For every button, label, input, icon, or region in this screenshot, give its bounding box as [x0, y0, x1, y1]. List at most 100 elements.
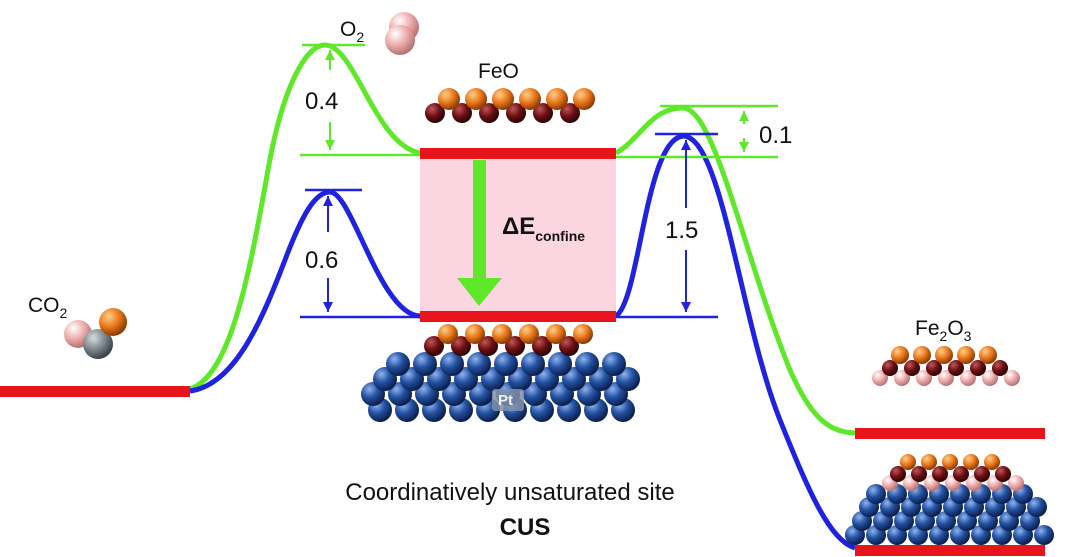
- platinum-atom: [575, 352, 599, 376]
- barrier-green-second: 0.1: [759, 122, 792, 149]
- oxygen-atom: [953, 466, 969, 482]
- pt-label-box: [492, 389, 524, 411]
- iron-atom: [935, 346, 953, 364]
- feo-label: FeO: [478, 60, 519, 83]
- oxygen-atom: [890, 466, 906, 482]
- fe2o3-label: Fe2O3: [915, 317, 972, 344]
- oxygen-atom: [992, 360, 1008, 376]
- iron-atom: [465, 324, 485, 344]
- blue-barrier-right: [616, 132, 718, 319]
- co2-molecule: [64, 308, 127, 359]
- feo-on-pt-layer: [424, 324, 593, 356]
- platinum-atom: [866, 484, 886, 504]
- confinement-arrow: [457, 160, 502, 306]
- oxygen-atom: [479, 103, 499, 123]
- carbon-atom: [83, 329, 113, 359]
- level-initial: [0, 386, 190, 397]
- iron-atom: [492, 324, 512, 344]
- platinum-atom: [413, 352, 437, 376]
- caption-line-2: CUS: [500, 514, 551, 541]
- barrier-blue-second: 1.5: [665, 217, 698, 244]
- iron-atom: [546, 88, 568, 110]
- platinum-atom: [521, 352, 545, 376]
- fe2o3-on-pt-slab: [845, 454, 1054, 545]
- oxygen-atom: [960, 370, 976, 386]
- blue-energy-path: [189, 133, 856, 551]
- co2-label: CO2: [28, 294, 68, 321]
- iron-atom: [492, 88, 514, 110]
- iron-atom: [519, 324, 539, 344]
- platinum-atom: [1034, 525, 1054, 545]
- confinement-region: [420, 156, 616, 316]
- oxygen-atom: [932, 466, 948, 482]
- green-barrier-right: [616, 104, 778, 159]
- oxygen-atom: [938, 370, 954, 386]
- oxygen-atom: [99, 308, 127, 336]
- platinum-atom: [440, 352, 464, 376]
- level-fe2o3-free: [855, 428, 1045, 439]
- iron-atom: [891, 346, 909, 364]
- green-barrier-left: [300, 43, 420, 157]
- iron-atom: [519, 88, 541, 110]
- oxygen-atom: [424, 336, 444, 356]
- platinum-atom: [602, 352, 626, 376]
- iron-atom: [984, 454, 1000, 470]
- pt-slab: [361, 352, 640, 422]
- oxygen-atom: [995, 466, 1011, 482]
- oxygen-atom: [505, 336, 525, 356]
- oxygen-atom: [451, 336, 471, 356]
- oxygen-atom: [385, 25, 415, 55]
- platinum-atom: [467, 352, 491, 376]
- delta-e-confine-label: ΔEconfine: [502, 213, 585, 244]
- iron-atom: [573, 88, 595, 110]
- oxygen-atom: [911, 466, 927, 482]
- level-feo-free: [420, 148, 616, 159]
- iron-atom: [573, 324, 593, 344]
- caption-line-1: Coordinatively unsaturated site: [345, 479, 675, 506]
- oxygen-atom: [1008, 475, 1024, 491]
- iron-atom: [979, 346, 997, 364]
- platinum-atom: [1027, 497, 1047, 517]
- iron-atom: [942, 454, 958, 470]
- fe2o3-layer: [872, 346, 1020, 386]
- platinum-atom: [616, 367, 640, 391]
- iron-atom: [546, 324, 566, 344]
- blue-barrier-left: [300, 188, 420, 319]
- oxygen-atom: [559, 336, 579, 356]
- o2-label: O2: [340, 18, 364, 45]
- iron-atom: [921, 454, 937, 470]
- pt-label: Pt: [498, 392, 513, 409]
- oxygen-atom: [506, 103, 526, 123]
- level-feo-on-pt: [420, 311, 616, 322]
- green-energy-path: [184, 42, 856, 436]
- platinum-atom: [548, 352, 572, 376]
- oxygen-atom: [904, 360, 920, 376]
- iron-atom: [900, 454, 916, 470]
- oxygen-atom: [948, 360, 964, 376]
- oxygen-atom: [478, 336, 498, 356]
- oxygen-atom: [532, 336, 552, 356]
- oxygen-atom: [882, 360, 898, 376]
- platinum-atom: [494, 352, 518, 376]
- oxygen-atom: [974, 466, 990, 482]
- oxygen-atom: [894, 370, 910, 386]
- iron-atom: [438, 88, 460, 110]
- oxygen-atom: [1004, 370, 1020, 386]
- oxygen-atom: [560, 103, 580, 123]
- oxygen-atom: [982, 370, 998, 386]
- oxygen-atom: [452, 103, 472, 123]
- oxygen-atom: [970, 360, 986, 376]
- oxygen-atom: [926, 360, 942, 376]
- oxygen-atom: [425, 103, 445, 123]
- iron-atom: [913, 346, 931, 364]
- o2-molecule: [385, 12, 419, 55]
- iron-atom: [438, 324, 458, 344]
- level-fe2o3-on-pt: [855, 545, 1045, 556]
- oxygen-atom: [872, 370, 888, 386]
- platinum-atom: [386, 352, 410, 376]
- iron-atom: [465, 88, 487, 110]
- oxygen-atom: [916, 370, 932, 386]
- iron-atom: [963, 454, 979, 470]
- barrier-green-first: 0.4: [305, 88, 338, 115]
